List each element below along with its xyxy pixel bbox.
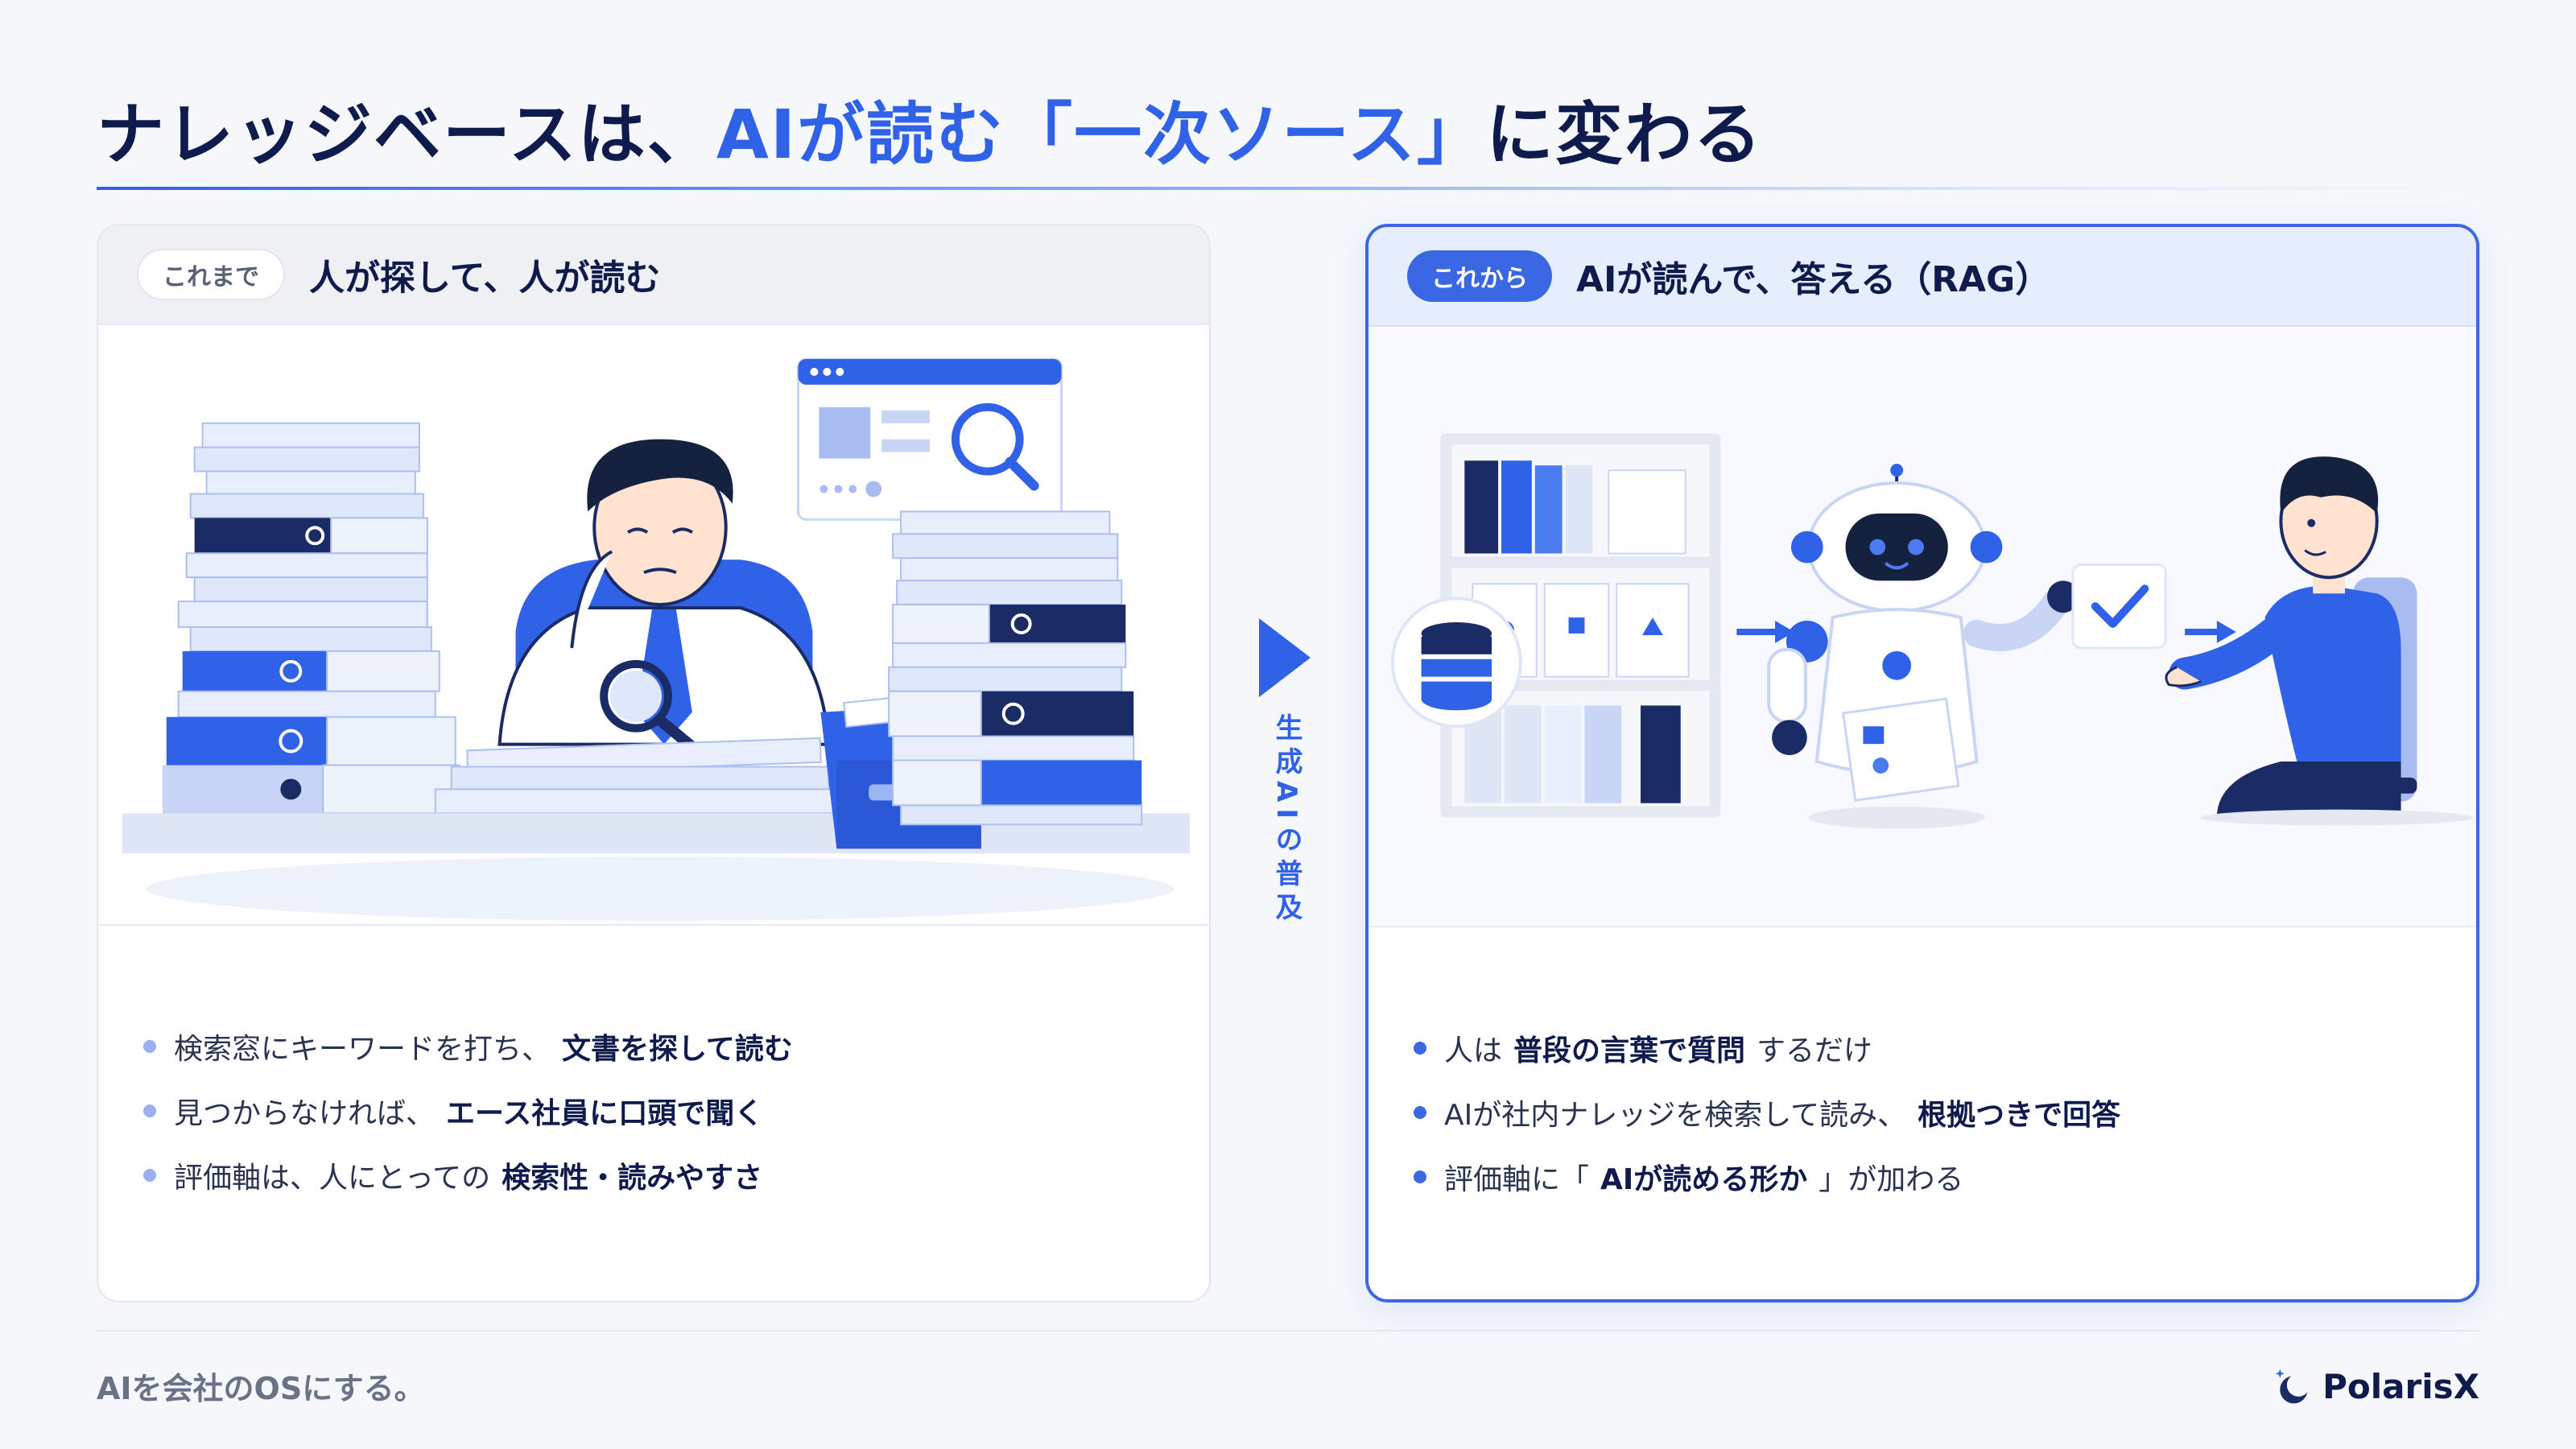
bookshelf (1390, 433, 1721, 818)
title-accent: AIが読む「一次ソース」 (716, 95, 1486, 174)
bullet-dot-icon (1414, 1042, 1426, 1055)
title-part2: に変わる (1485, 95, 1763, 174)
triangle-right-icon (1259, 618, 1311, 697)
bullet-dot-icon (143, 1040, 156, 1053)
bullet-pre: 評価軸に「 (1444, 1163, 1590, 1196)
before-heading: 人が探して、人が読む (309, 258, 661, 299)
after-bullet-2: AIが社内ナレッジを検索して読み、 根拠つきで回答 (1414, 1080, 2120, 1145)
bullet-text: 評価軸は、人にとっての (174, 1162, 491, 1195)
before-bullets: 検索窓にキーワードを打ち、 文書を探して読む 見つからなければ、 エース社員に口… (143, 1014, 793, 1208)
polarisx-logo-icon (2275, 1368, 2310, 1404)
after-bullet-3: 評価軸に「 AIが読める形か 」が加わる (1414, 1145, 2120, 1209)
before-illustration (98, 327, 1209, 926)
title-divider (97, 187, 2479, 190)
after-panel-header: これから AIが読んで、答える（RAG） (1368, 227, 2476, 327)
bullet-dot-icon (143, 1169, 156, 1182)
bullet-dot-icon (1414, 1170, 1426, 1183)
before-bullet-1: 検索窓にキーワードを打ち、 文書を探して読む (143, 1014, 793, 1079)
person (2165, 456, 2474, 826)
after-bullets: 人は 普段の言葉で質問 するだけ AIが社内ナレッジを検索して読み、 根拠つきで… (1414, 1016, 2120, 1209)
bullet-bold: 文書を探して読む (562, 1033, 793, 1066)
bullet-pre: AIが社内ナレッジを検索して読み、 (1444, 1099, 1907, 1132)
bullet-post: するだけ (1757, 1034, 1873, 1067)
after-panel: これから AIが読んで、答える（RAG） (1365, 224, 2479, 1302)
transition-label: 生成AIの普及 (1270, 713, 1302, 927)
bullet-dot-icon (143, 1104, 156, 1117)
bullet-pre: 人は (1444, 1034, 1503, 1067)
bullet-bold: 普段の言葉で質問 (1513, 1034, 1746, 1067)
bullet-bold: AIが読める形か (1600, 1163, 1808, 1196)
title-part1: ナレッジベースは、 (97, 95, 716, 174)
after-illustration (1368, 328, 2476, 927)
search-window (796, 357, 1063, 521)
before-bullet-3: 評価軸は、人にとっての 検索性・読みやすさ (143, 1143, 793, 1208)
worker (497, 439, 831, 766)
overwhelmed-worker-illustration-icon (122, 357, 1191, 921)
check-answer-card (2071, 563, 2167, 650)
brand-name: PolarisX (2322, 1366, 2479, 1406)
brand-logo: PolarisX (2268, 1354, 2479, 1418)
footer-tagline: AIを会社のOSにする。 (97, 1371, 425, 1406)
bullet-text: 検索窓にキーワードを打ち、 (174, 1033, 551, 1066)
before-panel: これまで 人が探して、人が読む (97, 224, 1211, 1302)
bullet-bold: 根拠つきで回答 (1918, 1099, 2121, 1132)
before-bullet-2: 見つからなければ、 エース社員に口頭で聞く (143, 1079, 793, 1143)
bullet-bold: エース社員に口頭で聞く (446, 1097, 764, 1130)
right-paper-stack (888, 510, 1143, 826)
page-title: ナレッジベースは、AIが読む「一次ソース」に変わる (97, 80, 1763, 178)
robot (1767, 464, 2079, 829)
before-panel-header: これまで 人が探して、人が読む (98, 225, 1209, 325)
after-bullet-1: 人は 普段の言葉で質問 するだけ (1414, 1016, 2120, 1080)
rag-flow-illustration-icon (1390, 433, 2474, 829)
bullet-text: 見つからなければ、 (174, 1097, 436, 1130)
footer-divider (97, 1330, 2479, 1331)
left-paper-stack (162, 422, 460, 815)
after-badge: これから (1407, 250, 1552, 302)
bullet-dot-icon (1414, 1106, 1426, 1119)
bullet-post: 」が加わる (1818, 1163, 1964, 1196)
before-badge: これまで (137, 249, 285, 300)
after-heading: AIが読んで、答える（RAG） (1576, 259, 2051, 300)
bullet-bold: 検索性・読みやすさ (502, 1162, 763, 1195)
